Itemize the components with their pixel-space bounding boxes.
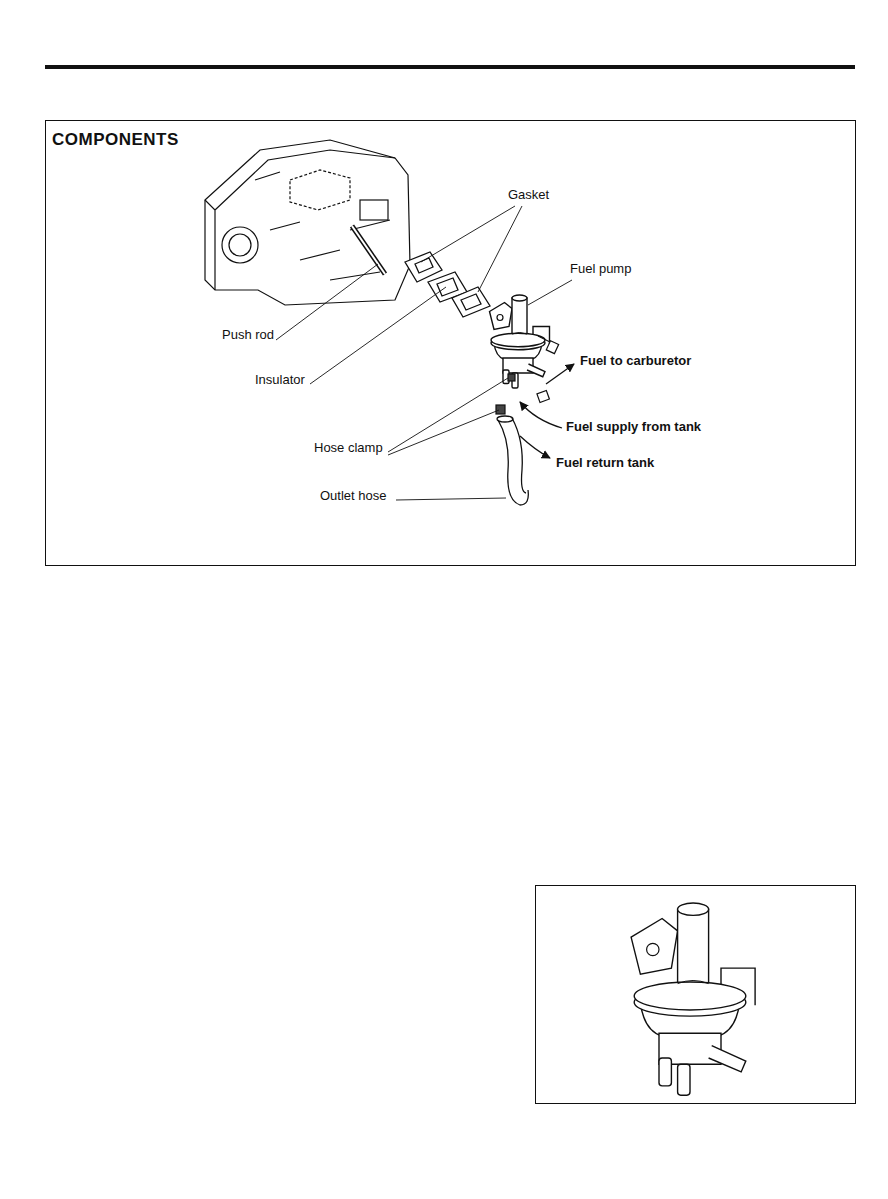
engine-block	[360, 200, 388, 220]
flow-arrows	[520, 402, 562, 428]
leader-lines	[421, 206, 515, 262]
fuel-pump	[490, 295, 550, 388]
flow-arrows	[546, 364, 574, 384]
outlet-hose	[497, 416, 528, 505]
push-rod	[352, 226, 385, 274]
gasket-set	[461, 294, 481, 310]
flow-arrows	[520, 364, 574, 458]
leader-lines	[528, 280, 572, 305]
leader-lines	[396, 498, 506, 500]
components-frame	[46, 121, 856, 566]
outlet-hose	[512, 418, 526, 493]
fuel-pump-detail	[631, 903, 755, 1095]
bolt-and-nut	[537, 391, 549, 403]
part-label: Outlet hose	[320, 489, 387, 503]
engine-block	[290, 170, 350, 210]
leader-lines	[388, 410, 499, 455]
part-label: Fuel to carburetor	[580, 354, 691, 368]
part-label: Hose clamp	[314, 441, 383, 455]
part-label: Fuel return tank	[556, 456, 654, 470]
bolt-and-nut	[546, 341, 558, 354]
leader-lines	[478, 206, 522, 292]
gasket-set	[405, 252, 442, 282]
flow-arrows	[520, 436, 550, 458]
engine-block	[205, 150, 395, 290]
push-rod	[352, 226, 385, 274]
bolt-and-nut	[496, 336, 559, 414]
gasket-set	[452, 287, 490, 317]
detail-frame	[536, 886, 856, 1104]
section-title: COMPONENTS	[52, 130, 179, 150]
part-label: Push rod	[222, 328, 274, 342]
fuel-pump	[490, 295, 550, 388]
leader-lines	[276, 206, 572, 500]
leader-lines	[310, 287, 446, 384]
part-label: Fuel supply from tank	[566, 420, 701, 434]
engine-block	[205, 140, 410, 305]
fuel-pump-detail	[631, 903, 755, 1095]
leader-lines	[276, 264, 378, 340]
header-rule	[45, 65, 855, 69]
bolt-and-nut	[496, 405, 505, 414]
gasket-set	[437, 278, 458, 296]
part-label: Insulator	[255, 373, 305, 387]
header-rule	[45, 65, 855, 69]
detail-frame	[536, 886, 856, 1104]
bolt-and-nut	[508, 374, 515, 381]
leader-lines	[388, 378, 508, 452]
part-label: Fuel pump	[570, 262, 631, 276]
outlet-hose	[497, 416, 513, 422]
part-label: Gasket	[508, 188, 549, 202]
components-frame	[46, 121, 856, 566]
engine-block	[222, 227, 258, 263]
engine-block	[229, 234, 251, 256]
engine-block	[205, 140, 410, 305]
engine-block	[255, 172, 390, 280]
push-rod	[352, 226, 385, 274]
